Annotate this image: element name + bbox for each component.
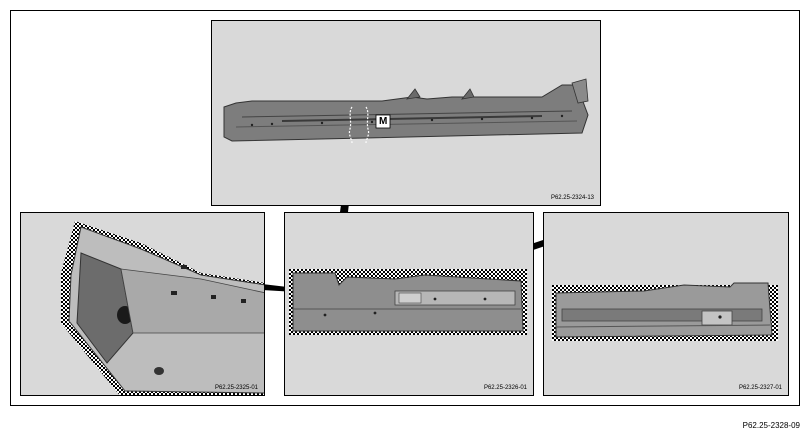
- panel-top: M P62.25-2324-13: [211, 20, 601, 206]
- section-label-m: M: [379, 116, 388, 127]
- figure-id-top: P62.25-2324-13: [550, 195, 594, 201]
- document-figure-id: P62.25-2328-09: [742, 421, 800, 430]
- figure-id-bottom-right: P62.25-2327-01: [738, 385, 782, 391]
- panel-bottom-left: P62.25-2325-01: [20, 212, 265, 396]
- panel-bottom-middle: P62.25-2326-01: [284, 212, 534, 396]
- figure-id-bottom-middle: P62.25-2326-01: [483, 385, 527, 391]
- sill-full-view: [223, 78, 589, 144]
- sill-rear-section: [552, 282, 778, 341]
- figure-id-bottom-left: P62.25-2325-01: [214, 385, 258, 391]
- panel-bottom-right: P62.25-2327-01: [543, 212, 789, 396]
- sill-middle-section: [289, 269, 527, 335]
- sill-end-closeup: [61, 221, 264, 395]
